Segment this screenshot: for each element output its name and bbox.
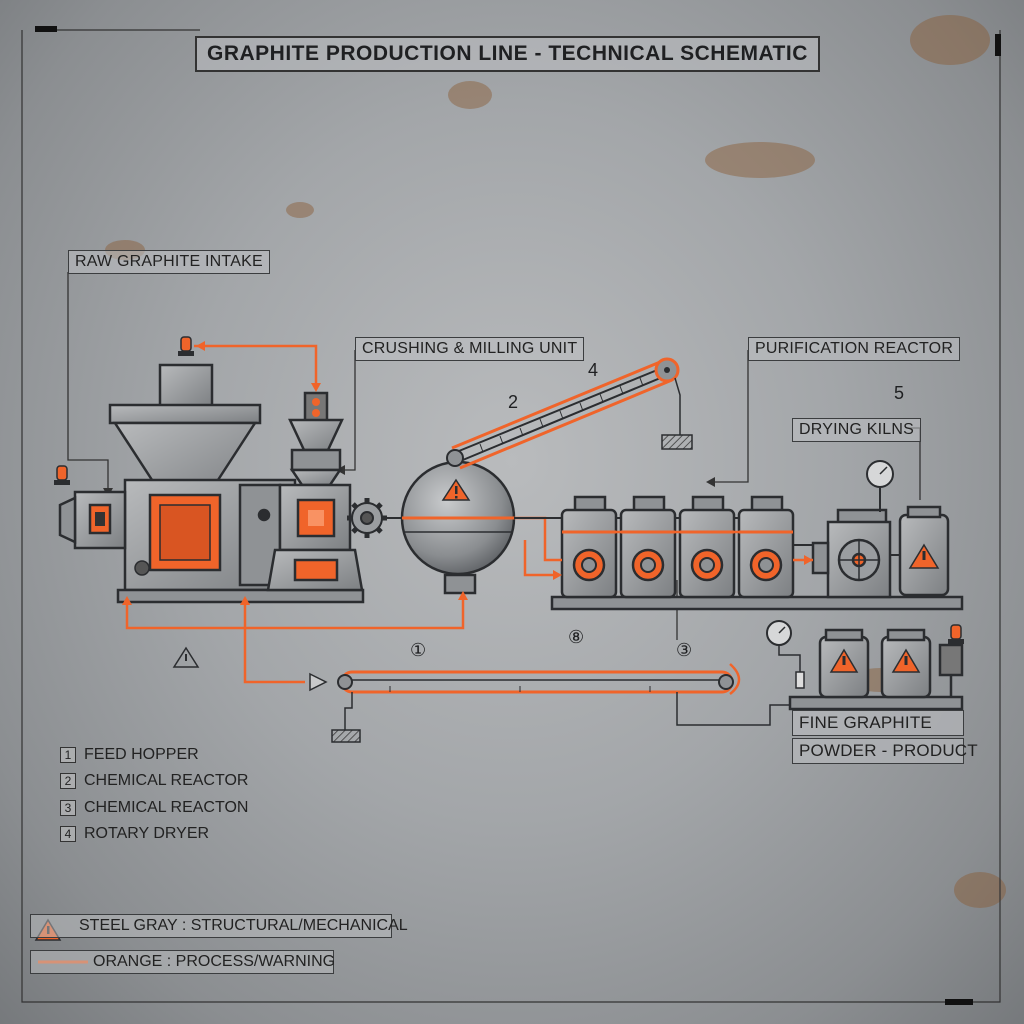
frame-corner-mark: [945, 999, 973, 1005]
callout-purification: PURIFICATION REACTOR: [748, 337, 961, 361]
hazard-outline-icon: [172, 646, 200, 668]
color-key-steel-label: STEEL GRAY : STRUCTURAL/MECHANICAL: [79, 917, 408, 934]
step-number-4: 4: [588, 360, 599, 380]
legend-box: 2: [60, 772, 76, 789]
legend-label: CHEMICAL REACTON: [84, 799, 249, 816]
signal-light-icon: [54, 465, 70, 485]
lower-conveyor: [337, 663, 792, 730]
callout-drying: DRYING KILNS: [792, 418, 922, 442]
ground-symbol-icon: [331, 729, 361, 743]
conveyor-ticks: [479, 377, 644, 453]
step-circled-3: ③: [676, 640, 693, 660]
purification-tank: [400, 460, 516, 595]
arrow-head: [706, 477, 715, 487]
callout-product-line1: FINE GRAPHITE: [792, 710, 964, 736]
crushing-mill: [266, 391, 364, 592]
warning-triangle-icon: [441, 478, 471, 501]
legend-box: 3: [60, 799, 76, 816]
warning-triangle-icon: [829, 648, 859, 673]
signal-light-icon: [948, 624, 964, 644]
warning-triangle-icon: [891, 648, 921, 673]
legend-label: CHEMICAL REACTOR: [84, 772, 249, 789]
page-title: GRAPHITE PRODUCTION LINE - TECHNICAL SCH…: [195, 36, 820, 72]
process-flow-lines: [125, 344, 813, 684]
legend-box: 4: [60, 825, 76, 842]
frame-corner-mark: [35, 26, 57, 32]
frame-border: [21, 29, 1001, 1003]
legend-box: 1: [60, 746, 76, 763]
pressure-gauge-icon: [766, 620, 801, 672]
product-station: [788, 628, 964, 711]
kiln-drive-motor: [811, 508, 892, 599]
step-number-2: 2: [508, 392, 519, 412]
callout-product-line2: POWDER - PRODUCT: [792, 738, 978, 764]
color-key-steel: STEEL GRAY : STRUCTURAL/MECHANICAL: [30, 914, 408, 938]
structural-connections: [387, 517, 900, 556]
signal-light-icon: [178, 336, 194, 356]
pressure-gauge-icon: [866, 460, 894, 512]
step-circled-1: ①: [410, 640, 427, 660]
ground-symbol-icon: [661, 434, 693, 450]
callout-raw-intake: RAW GRAPHITE INTAKE: [68, 250, 270, 274]
legend-label: ROTARY DRYER: [84, 825, 210, 842]
conveyor-ticks: [389, 686, 651, 692]
legend-item: 2 CHEMICAL REACTOR: [60, 772, 248, 790]
frame-corner-mark: [995, 34, 1001, 56]
feed-hopper: [58, 363, 365, 604]
drying-kilns: [550, 495, 964, 611]
gear-icon: [347, 498, 387, 538]
conveyor-input-arrow: [309, 672, 328, 692]
legend-item: 3 CHEMICAL REACTON: [60, 799, 248, 817]
legend-label: FEED HOPPER: [84, 746, 199, 763]
legend-item: 1 FEED HOPPER: [60, 746, 199, 764]
inclined-conveyor: [446, 357, 681, 470]
step-circled-8: ⑧: [568, 627, 585, 647]
step-number-5: 5: [894, 383, 905, 403]
warning-triangle-icon: [908, 543, 940, 569]
color-key-orange: ORANGE : PROCESS/WARNING: [30, 950, 336, 974]
callout-crushing: CRUSHING & MILLING UNIT: [355, 337, 585, 361]
color-key-orange-label: ORANGE : PROCESS/WARNING: [93, 953, 336, 970]
legend-item: 4 ROTARY DRYER: [60, 825, 209, 843]
flow-arrows: [122, 341, 813, 605]
